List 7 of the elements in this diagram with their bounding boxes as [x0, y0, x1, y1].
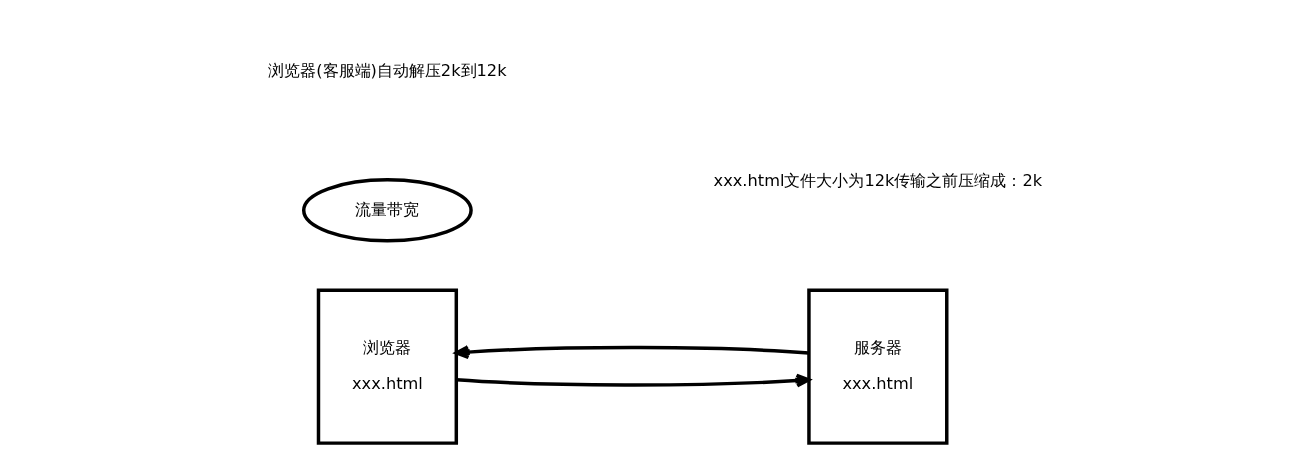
arrow: [456, 373, 811, 388]
arrow: [454, 345, 809, 360]
node-ellipse: 流量带宽: [302, 178, 473, 243]
node-box: 浏览器 xxx.html: [316, 288, 459, 445]
label: xxx.html文件大小为12k传输之前压缩成：2k: [713, 170, 1043, 190]
node-box: 服务器 xxx.html: [807, 288, 949, 445]
label: 浏览器(客服端)自动解压2k到12k: [268, 60, 507, 80]
